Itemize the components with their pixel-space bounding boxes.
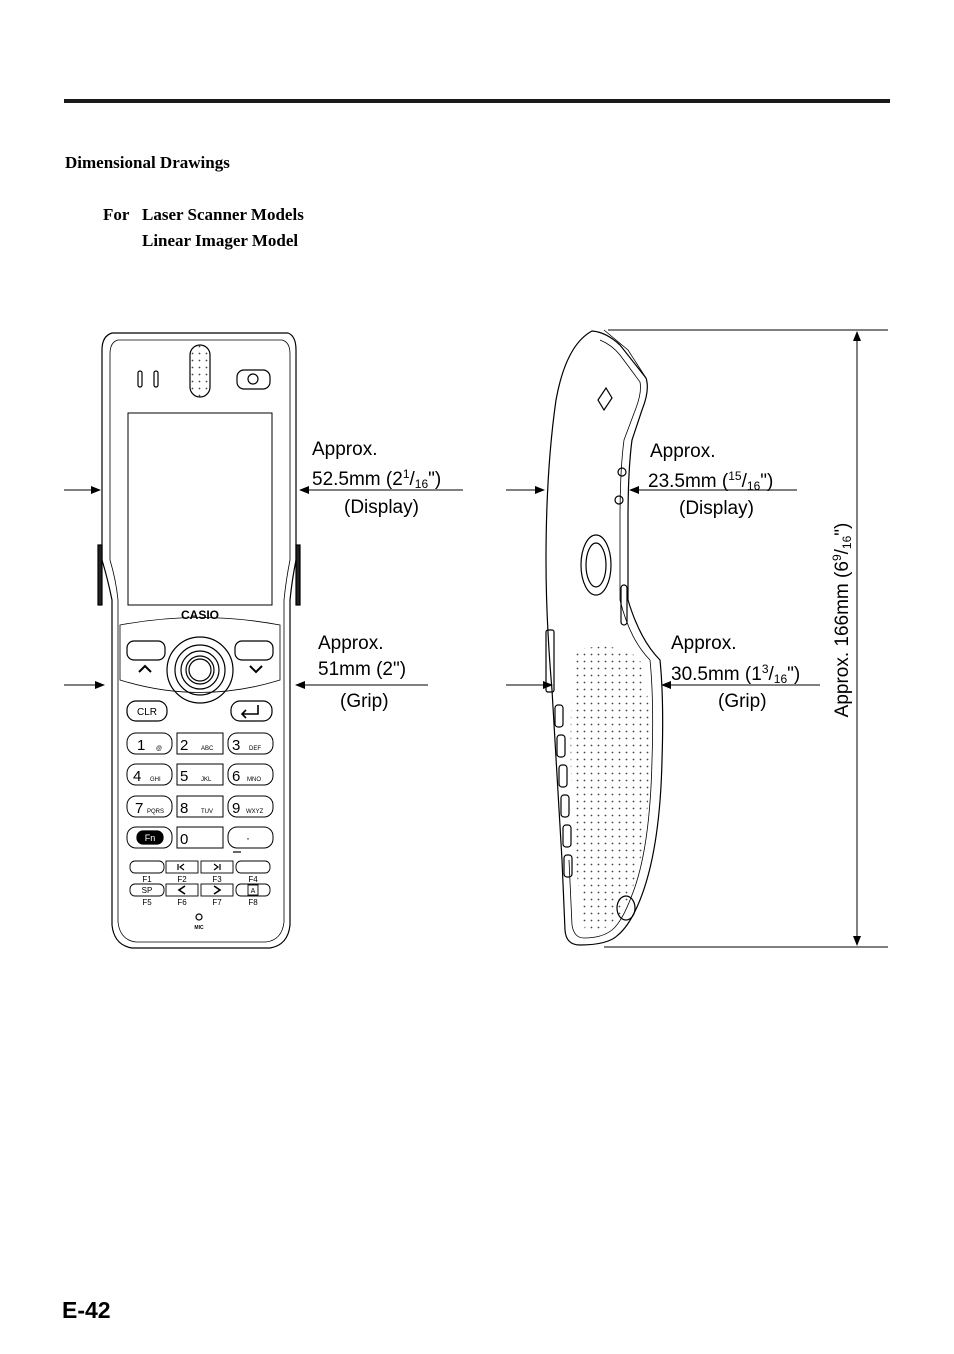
front-grip-part: (Grip): [340, 691, 389, 712]
for-label: For: [103, 205, 130, 224]
key-7-num: 7: [135, 800, 143, 817]
key-1-num: 1: [137, 737, 145, 754]
front-dimension-lines: [64, 486, 463, 689]
key-4-sub: GHI: [150, 777, 161, 783]
model-laser-scanner: Laser Scanner Models: [142, 205, 304, 224]
front-display-part: (Display): [344, 497, 419, 518]
side-device: [545, 329, 664, 946]
key-8-num: 8: [180, 800, 188, 817]
sp-key-label: SP: [142, 886, 153, 895]
mic-label: MIC: [194, 925, 204, 931]
f3-label: F3: [212, 875, 222, 884]
f6-label: F6: [177, 898, 187, 907]
side-display-approx: Approx.: [650, 441, 716, 462]
a-key-label: A: [251, 888, 256, 895]
front-display-value: 52.5mm (21/16"): [312, 467, 442, 491]
key-2-sub: ABC: [201, 746, 214, 752]
side-grip-approx: Approx.: [671, 633, 737, 654]
key-9-sub: WXYZ: [246, 809, 264, 815]
side-dimension-lines: [506, 329, 888, 948]
device-brand-logo: CASIO: [181, 608, 219, 622]
key-dot-num: ·: [246, 831, 250, 845]
key-9-num: 9: [232, 800, 240, 817]
key-6-num: 6: [232, 768, 240, 785]
f2-label: F2: [177, 875, 187, 884]
f7-label: F7: [212, 898, 222, 907]
side-grip-value: 30.5mm (13/16"): [671, 662, 801, 686]
key-1-sub: @: [156, 746, 162, 752]
side-display-value: 23.5mm (15/16"): [648, 469, 774, 493]
section-title: Dimensional Drawings: [65, 153, 230, 172]
key-5-num: 5: [180, 768, 188, 785]
key-4-num: 4: [133, 768, 141, 785]
key-7-sub: PQRS: [147, 809, 164, 815]
f1-label: F1: [142, 875, 152, 884]
key-8-sub: TUV: [201, 809, 213, 815]
f4-label: F4: [248, 875, 258, 884]
fn-key-label: Fn: [145, 833, 156, 843]
clr-key-label: CLR: [137, 707, 157, 718]
f8-label: F8: [248, 898, 258, 907]
key-5-sub: JKL: [201, 777, 212, 783]
key-2-num: 2: [180, 737, 188, 754]
side-display-part: (Display): [679, 498, 754, 519]
key-3-sub: DEF: [249, 746, 261, 752]
page-number: E-42: [62, 1297, 111, 1323]
model-linear-imager: Linear Imager Model: [142, 231, 299, 250]
key-3-num: 3: [232, 737, 240, 754]
front-grip-value: 51mm (2"): [318, 659, 407, 680]
header-rule: [64, 99, 890, 103]
height-dimension-label: Approx. 166mm (69/16"): [830, 522, 854, 718]
key-6-sub: MNO: [247, 777, 261, 783]
side-grip-part: (Grip): [718, 691, 767, 712]
front-grip-approx: Approx.: [318, 633, 384, 654]
front-display-approx: Approx.: [312, 439, 378, 460]
key-0-num: 0: [180, 831, 188, 848]
front-device: [97, 332, 301, 949]
f5-label: F5: [142, 898, 152, 907]
